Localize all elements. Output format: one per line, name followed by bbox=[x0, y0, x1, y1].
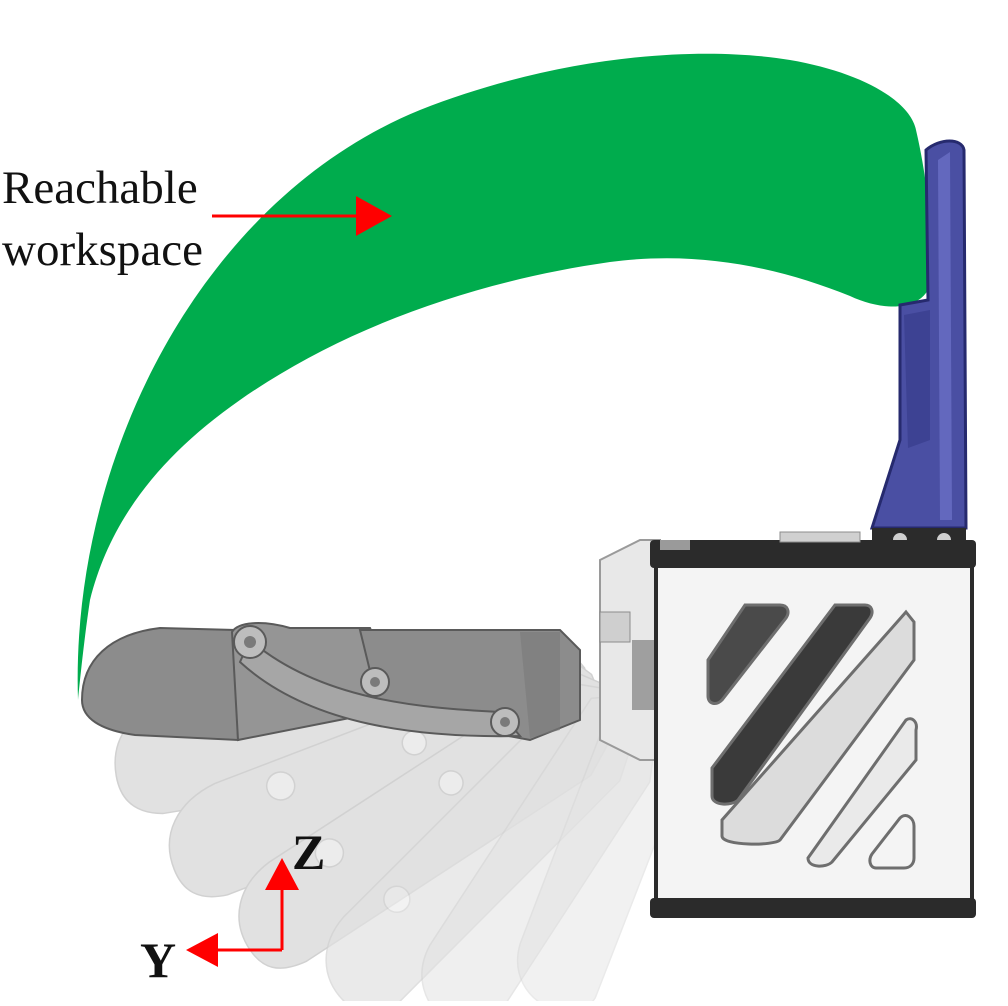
finger-distal-segment bbox=[80, 626, 240, 742]
finger-extended bbox=[80, 622, 581, 742]
finger-linkage-bar bbox=[238, 638, 523, 738]
axis-z-label: Z bbox=[292, 824, 326, 880]
axis-y-label: Y bbox=[140, 932, 177, 988]
palm-bottom-plate bbox=[650, 898, 976, 918]
finger-base-mechanism bbox=[599, 539, 662, 761]
coordinate-axes bbox=[186, 858, 299, 967]
workspace-label-line1: Reachable bbox=[2, 162, 198, 214]
palm-block bbox=[650, 531, 976, 918]
palm-top-plate bbox=[650, 540, 976, 568]
axis-y-arrow bbox=[186, 933, 282, 967]
axis-z-arrow bbox=[265, 858, 299, 950]
finger-ghost-pose-3 bbox=[238, 667, 625, 969]
workspace-pointer-arrow bbox=[212, 196, 392, 236]
workspace-label-line2: workspace bbox=[2, 224, 203, 276]
palm-vent-slots bbox=[706, 603, 918, 870]
